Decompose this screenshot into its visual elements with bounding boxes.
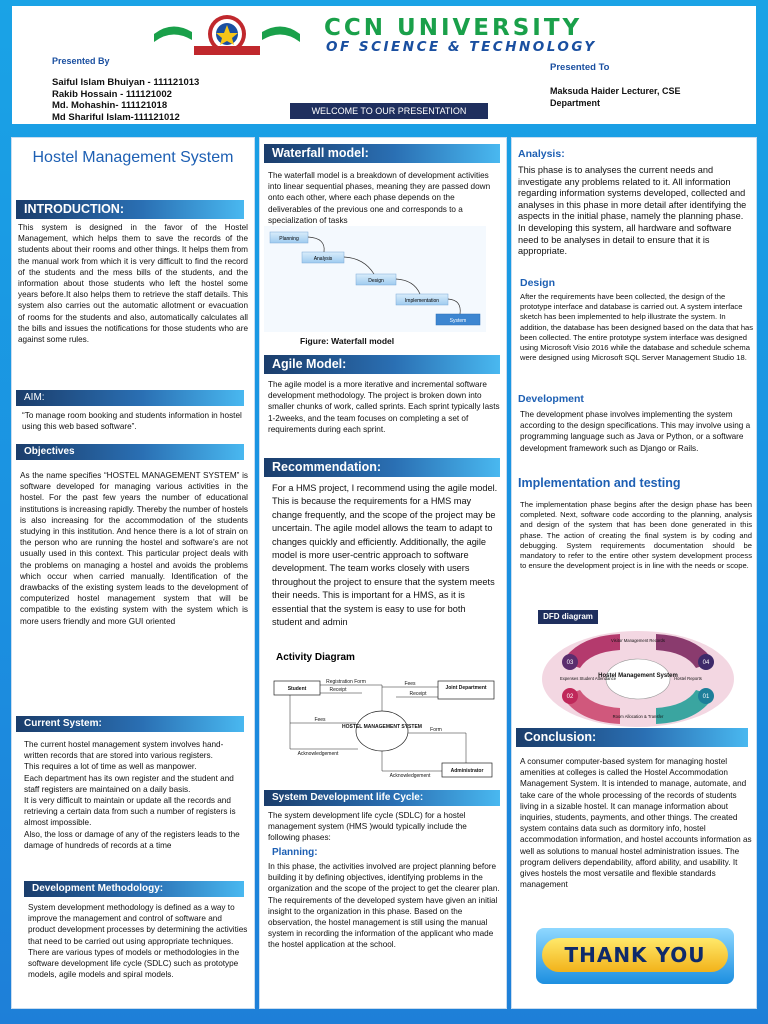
dfd-text: Visitor Management Records	[611, 638, 665, 643]
thank-you-banner: THANK YOU	[536, 928, 734, 984]
right-column: Analysis: This phase is to analyses the …	[512, 138, 756, 1008]
team-member: Rakib Hossain - 111121002	[52, 88, 172, 100]
thank-you-text: THANK YOU	[564, 943, 706, 967]
agile-heading: Agile Model:	[264, 355, 500, 374]
sdlc-text: The system development life cycle (SDLC)…	[268, 811, 467, 843]
planning-heading: Planning:	[272, 847, 318, 858]
university-subtitle: OF SCIENCE & TECHNOLOGY	[326, 39, 597, 55]
list-item: Each department has its own register and…	[24, 773, 234, 794]
activity-diagram-heading: Activity Diagram	[276, 652, 355, 663]
activity-labels: Student Joint Department HOSTEL MANAGEME…	[288, 679, 487, 779]
aim-heading: AIM:	[16, 390, 244, 406]
supervisor-info: Maksuda Haider Lecturer, CSE Department	[550, 85, 750, 109]
team-member: Md. Mohashin- 111121018	[52, 100, 168, 111]
dfd-label: DFD diagram	[538, 610, 598, 624]
dfd-node: 01	[703, 694, 710, 700]
development-methodology-heading: Development Methodology:	[24, 881, 244, 897]
thank-you-plate: THANK YOU	[542, 938, 728, 972]
welcome-banner: WELCOME TO OUR PRESENTATION	[290, 103, 488, 119]
activity-admin: Administrator	[451, 768, 484, 774]
activity-label: Form	[430, 727, 442, 733]
dfd-node: 04	[703, 660, 710, 666]
team-member: Md Shariful Islam-111121012	[52, 111, 180, 123]
supervisor-dept: Department	[550, 98, 601, 108]
development-heading: Development	[518, 393, 584, 405]
activity-diagram	[270, 673, 498, 783]
waterfall-step: Implementation	[405, 298, 439, 304]
analysis-text: This phase is to analyses the current ne…	[518, 165, 747, 257]
recommendation-text: For a HMS project, I recommend using the…	[272, 483, 498, 628]
introduction-text: This system is designed in the favor of …	[18, 223, 248, 345]
team-list: Saiful Islam Bhuiyan - 111121013 Rakib H…	[52, 77, 199, 123]
list-item: This requires a lot of time as well as m…	[24, 762, 197, 772]
waterfall-diagram	[264, 226, 486, 332]
dfd-node: 03	[567, 660, 574, 666]
team-member: Saiful Islam Bhuiyan - 111121013	[52, 77, 200, 88]
development-methodology-text: System development methodology is define…	[28, 903, 248, 980]
implementation-text: The implementation phase begins after th…	[520, 500, 752, 571]
waterfall-step: Design	[368, 278, 384, 284]
supervisor-name: Maksuda Haider Lecturer, CSE	[550, 86, 681, 96]
introduction-heading: INTRODUCTION:	[16, 200, 244, 219]
planning-text: In this phase, the activities involved a…	[268, 862, 500, 950]
current-system-list: The current hostel management system inv…	[24, 739, 246, 851]
dfd-text: Hostel Reports	[674, 676, 702, 681]
activity-label: Acknowledgement	[298, 751, 339, 757]
waterfall-step: Planning	[279, 236, 299, 242]
waterfall-heading: Waterfall model:	[264, 144, 500, 163]
activity-label: Registration Form	[326, 679, 366, 685]
conclusion-heading: Conclusion:	[516, 728, 748, 747]
activity-label: Acknowledgement	[390, 773, 431, 779]
objectives-text: As the name specifies “HOSTEL MANAGEMENT…	[20, 471, 248, 626]
conclusion-text: A consumer computer-based system for man…	[520, 757, 752, 890]
list-item: Also, the loss or damage of any of the r…	[24, 829, 240, 850]
recommendation-heading: Recommendation:	[264, 458, 500, 477]
agile-text: The agile model is a more iterative and …	[268, 380, 500, 434]
activity-center: HOSTEL MANAGEMENT SYSTEM	[342, 724, 422, 730]
list-item: The current hostel management system inv…	[24, 740, 224, 761]
design-text: After the requirements have been collect…	[520, 292, 754, 363]
presented-to-label: Presented To	[550, 62, 610, 73]
activity-student: Student	[288, 686, 307, 692]
left-column: Hostel Management System INTRODUCTION: T…	[12, 138, 254, 1008]
waterfall-text: The waterfall model is a breakdown of de…	[268, 171, 491, 225]
current-system-heading: Current System:	[16, 716, 244, 732]
middle-column: Waterfall model: The waterfall model is …	[260, 138, 506, 1008]
activity-label: Receipt	[410, 691, 428, 697]
design-heading: Design	[520, 277, 556, 289]
activity-journal: Joint Department	[445, 685, 486, 691]
university-name: CCN UNIVERSITY	[324, 15, 583, 41]
objectives-heading: Objectives	[16, 444, 244, 460]
dfd-labels: Hostel Management System 03 04 02 01 Vis…	[560, 638, 710, 719]
waterfall-step: Analysis	[314, 256, 333, 262]
development-text: The development phase involves implement…	[520, 410, 751, 453]
activity-label: Fees	[404, 681, 416, 687]
dfd-text: Expenses Student Attendance	[560, 676, 617, 681]
waterfall-labels: Planning Analysis Design Implementation …	[279, 236, 467, 324]
dfd-center: Hostel Management System	[598, 673, 678, 679]
dfd-node: 02	[567, 694, 574, 700]
sdlc-heading: System Development life Cycle:	[264, 790, 500, 806]
dfd-text: Room Allocation & Transfer	[613, 714, 664, 719]
poster-header: CCN UNIVERSITY OF SCIENCE & TECHNOLOGY P…	[12, 6, 756, 124]
list-item: It is very difficult to maintain or upda…	[24, 796, 236, 828]
dfd-diagram	[542, 631, 734, 727]
implementation-heading: Implementation and testing	[518, 476, 681, 490]
activity-label: Fees	[314, 717, 326, 723]
activity-label: Receipt	[330, 687, 348, 693]
university-logo	[154, 15, 300, 55]
poster-title: Hostel Management System	[32, 149, 234, 166]
analysis-heading: Analysis:	[518, 148, 565, 160]
waterfall-step: System	[450, 318, 467, 324]
aim-text: “To manage room booking and students inf…	[22, 411, 242, 432]
waterfall-caption: Figure: Waterfall model	[300, 336, 395, 346]
presented-by-label: Presented By	[52, 56, 110, 66]
